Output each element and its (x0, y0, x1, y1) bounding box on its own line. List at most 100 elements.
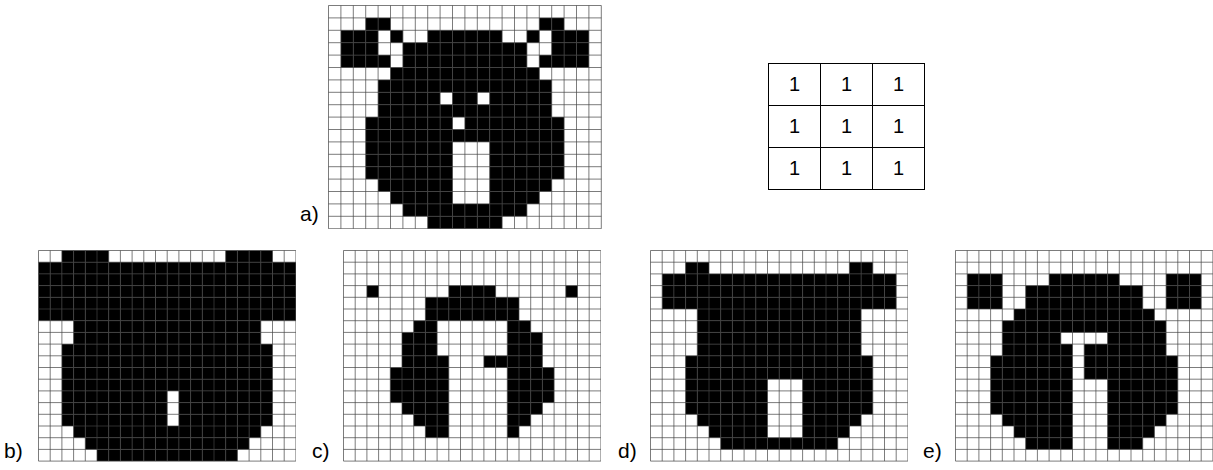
black-pixel (826, 356, 838, 368)
black-pixel (109, 403, 121, 415)
black-pixel (391, 80, 403, 92)
black-pixel (1166, 274, 1178, 286)
black-pixel (662, 297, 674, 309)
black-pixel (226, 379, 238, 391)
black-pixel (849, 309, 861, 321)
black-pixel (744, 286, 756, 298)
black-pixel (1037, 379, 1049, 391)
black-pixel (1131, 321, 1143, 333)
black-pixel (214, 403, 226, 415)
black-pixel (527, 92, 539, 104)
kernel-cell: 1 (872, 63, 925, 106)
black-pixel (249, 368, 261, 380)
black-pixel (167, 379, 179, 391)
black-pixel (803, 356, 815, 368)
black-pixel (403, 92, 415, 104)
black-pixel (779, 274, 791, 286)
black-pixel (440, 68, 452, 80)
black-pixel (791, 438, 803, 450)
black-pixel (402, 403, 414, 415)
black-pixel (1002, 332, 1014, 344)
black-pixel (167, 356, 179, 368)
black-pixel (507, 332, 519, 344)
black-pixel (552, 55, 564, 67)
black-pixel (425, 332, 437, 344)
black-pixel (156, 449, 168, 461)
black-pixel (226, 286, 238, 298)
black-pixel (991, 356, 1003, 368)
black-pixel (1049, 286, 1061, 298)
black-pixel (861, 379, 873, 391)
black-pixel (425, 403, 437, 415)
black-pixel (849, 414, 861, 426)
black-pixel (414, 414, 426, 426)
black-pixel (527, 68, 539, 80)
black-pixel (732, 356, 744, 368)
black-pixel (120, 297, 132, 309)
black-pixel (144, 262, 156, 274)
black-pixel (484, 297, 496, 309)
black-pixel (814, 321, 826, 333)
black-pixel (132, 426, 144, 438)
black-pixel (214, 332, 226, 344)
black-pixel (109, 332, 121, 344)
black-pixel (391, 167, 403, 179)
black-pixel (261, 344, 273, 356)
black-pixel (849, 356, 861, 368)
black-pixel (744, 321, 756, 333)
black-pixel (732, 391, 744, 403)
black-pixel (1026, 414, 1038, 426)
black-pixel (403, 43, 415, 55)
black-pixel (552, 43, 564, 55)
black-pixel (515, 117, 527, 129)
black-pixel (490, 204, 502, 216)
kernel-cell: 1 (820, 63, 873, 106)
black-pixel (132, 344, 144, 356)
black-pixel (539, 167, 551, 179)
black-pixel (721, 368, 733, 380)
black-pixel (62, 391, 74, 403)
black-pixel (120, 391, 132, 403)
black-pixel (1026, 356, 1038, 368)
black-pixel (697, 274, 709, 286)
black-pixel (1084, 368, 1096, 380)
black-pixel (132, 321, 144, 333)
black-pixel (132, 368, 144, 380)
black-pixel (97, 309, 109, 321)
black-pixel (366, 43, 378, 55)
black-pixel (62, 356, 74, 368)
black-pixel (490, 55, 502, 67)
black-pixel (428, 117, 440, 129)
black-pixel (366, 30, 378, 42)
black-pixel (490, 105, 502, 117)
black-pixel (1096, 297, 1108, 309)
black-pixel (284, 297, 296, 309)
black-pixel (85, 251, 97, 263)
black-pixel (390, 379, 402, 391)
black-pixel (1026, 426, 1038, 438)
black-pixel (838, 297, 850, 309)
black-pixel (756, 403, 768, 415)
black-pixel (515, 154, 527, 166)
black-pixel (1166, 356, 1178, 368)
black-pixel (531, 379, 543, 391)
black-pixel (1037, 332, 1049, 344)
black-pixel (440, 55, 452, 67)
black-pixel (85, 297, 97, 309)
black-pixel (403, 167, 415, 179)
black-pixel (1131, 286, 1143, 298)
black-pixel (1143, 368, 1155, 380)
black-pixel (697, 344, 709, 356)
black-pixel (744, 332, 756, 344)
black-pixel (502, 92, 514, 104)
black-pixel (542, 379, 554, 391)
black-pixel (1037, 344, 1049, 356)
black-pixel (1131, 356, 1143, 368)
black-pixel (779, 309, 791, 321)
black-pixel (440, 216, 452, 228)
black-pixel (1143, 426, 1155, 438)
black-pixel (991, 391, 1003, 403)
black-pixel (502, 130, 514, 142)
black-pixel (437, 356, 449, 368)
black-pixel (156, 344, 168, 356)
